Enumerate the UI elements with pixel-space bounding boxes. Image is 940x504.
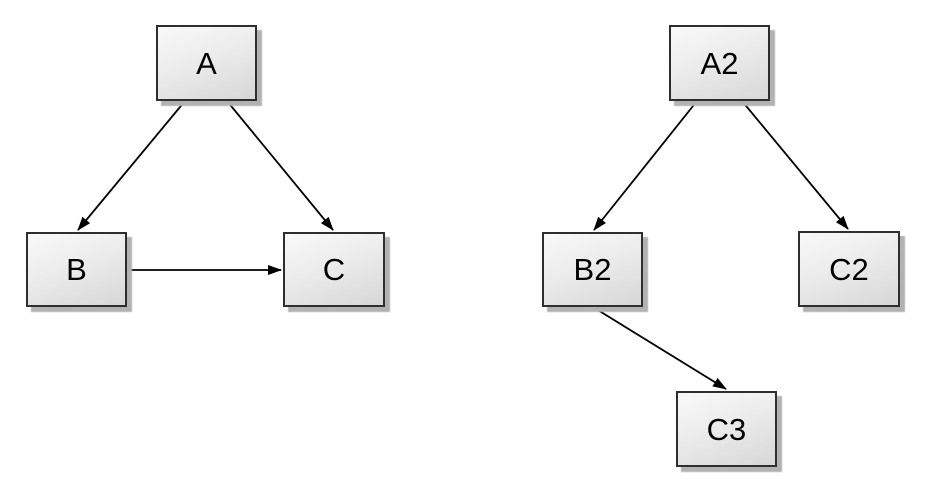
node-A2[interactable]: A2 [669,25,770,101]
node-label: A [196,45,217,81]
node-label: B2 [573,252,612,287]
node-label: B [66,252,87,287]
edge-A2-B2 [593,100,698,231]
edge-A-B [77,100,186,231]
node-label: C [322,252,346,287]
node-C2[interactable]: C2 [798,231,900,307]
node-label: A2 [700,45,739,81]
edge-A2-C2 [741,100,849,230]
node-label: C3 [706,411,747,447]
node-B[interactable]: B [26,232,127,307]
edge-B2-C3 [592,306,727,390]
node-A[interactable]: A [156,25,257,101]
node-C3[interactable]: C3 [676,391,777,467]
node-B2[interactable]: B2 [542,232,643,307]
node-C[interactable]: C [283,232,385,307]
edge-A-C [226,100,334,231]
node-label: C2 [829,251,869,287]
